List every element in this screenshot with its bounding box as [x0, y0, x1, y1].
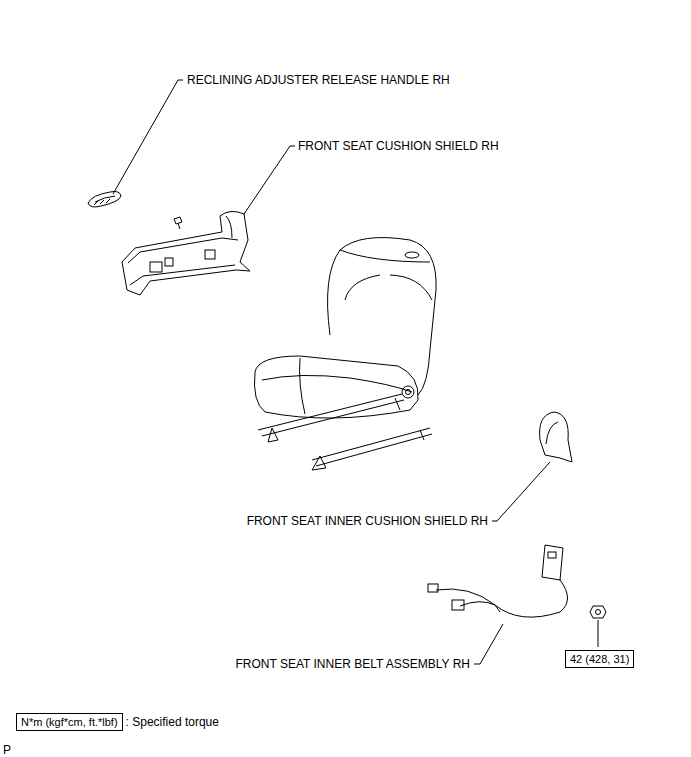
leader-line [113, 80, 183, 194]
torque-unit-box: N*m (kgf*cm, ft.*lbf) [16, 713, 123, 731]
leader-line [474, 624, 503, 664]
nut [590, 606, 606, 618]
legend-note: : Specified torque [126, 715, 219, 729]
part-name: FRONT SEAT INNER CUSHION SHIELD RH [247, 514, 488, 528]
inner-cushion-shield [540, 412, 572, 462]
part-name: RECLINING ADJUSTER RELEASE HANDLE RH [187, 73, 450, 87]
release-handle [88, 192, 121, 208]
leader-line [244, 146, 295, 214]
page-mark: P [3, 743, 11, 757]
box-text: 42 (428, 31) [570, 653, 629, 665]
leader-line [492, 462, 550, 521]
screw [174, 217, 182, 229]
part-name: FRONT SEAT INNER BELT ASSEMBLY RH [235, 657, 470, 671]
front-seat [254, 238, 436, 470]
inner-belt-assembly [428, 545, 568, 617]
leader-line [598, 620, 599, 647]
cushion-shield [122, 211, 250, 295]
torque-value-box: 42 (428, 31) [565, 650, 634, 668]
box-text: N*m (kgf*cm, ft.*lbf) [21, 716, 118, 728]
part-name: FRONT SEAT CUSHION SHIELD RH [298, 139, 499, 153]
